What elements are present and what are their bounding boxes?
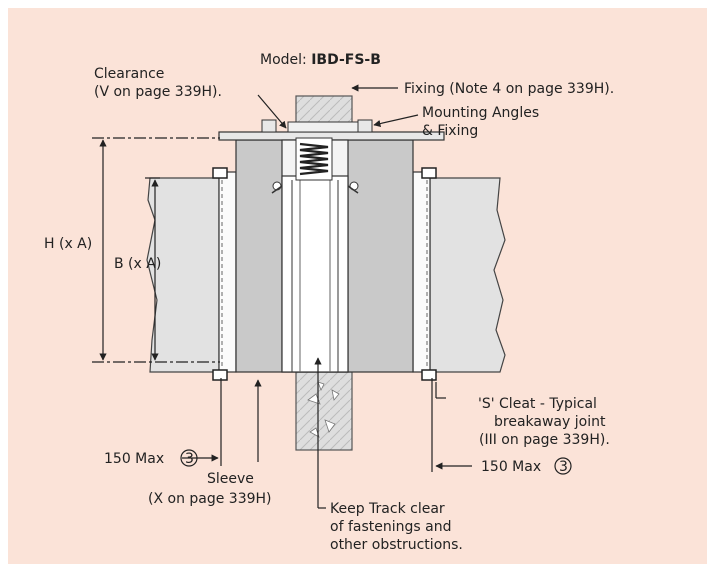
damper-track	[281, 139, 349, 373]
circled-number-left: 3	[185, 451, 194, 467]
keep-track-obstructions-label: other obstructions.	[330, 537, 463, 553]
s-cleat-clips	[212, 167, 437, 381]
dimension-lines	[92, 84, 472, 509]
model-title: Model: IBD-FS-B	[260, 52, 381, 68]
circled-number-right: 3	[559, 459, 568, 475]
s-cleat-label: 'S' Cleat - Typical	[478, 396, 597, 412]
circled-number-icon	[554, 457, 572, 475]
sleeve-ref-label: (X on page 339H)	[148, 491, 272, 507]
duct-right	[429, 177, 506, 373]
spring-icon	[271, 137, 359, 194]
duct-left	[146, 177, 220, 373]
keep-track-fastenings-label: of fastenings and	[330, 519, 451, 535]
height-dimension-label: H (x A)	[44, 236, 92, 252]
clearance-label: Clearance	[94, 66, 164, 82]
sleeve-label: Sleeve	[207, 471, 254, 487]
circled-number-icon	[180, 449, 198, 467]
fixing-label: Fixing (Note 4 on page 339H).	[404, 81, 614, 97]
clearance-ref-label: (V on page 339H).	[94, 84, 222, 100]
mounting-angles	[218, 119, 445, 141]
keep-track-label: Keep Track clear	[330, 501, 445, 517]
b-dimension-label: B (x A)	[114, 256, 161, 272]
mounting-fixing-label: & Fixing	[422, 123, 478, 139]
mounting-angles-label: Mounting Angles	[422, 105, 539, 121]
s-cleat-joint-label: breakaway joint	[494, 414, 606, 430]
diagram-labels: Model: IBD-FS-B Clearance (V on page 339…	[44, 52, 614, 553]
s-cleat-ref-label: (III on page 339H).	[479, 432, 610, 448]
max-right-label: 150 Max	[481, 459, 541, 475]
max-left-label: 150 Max	[104, 451, 164, 467]
